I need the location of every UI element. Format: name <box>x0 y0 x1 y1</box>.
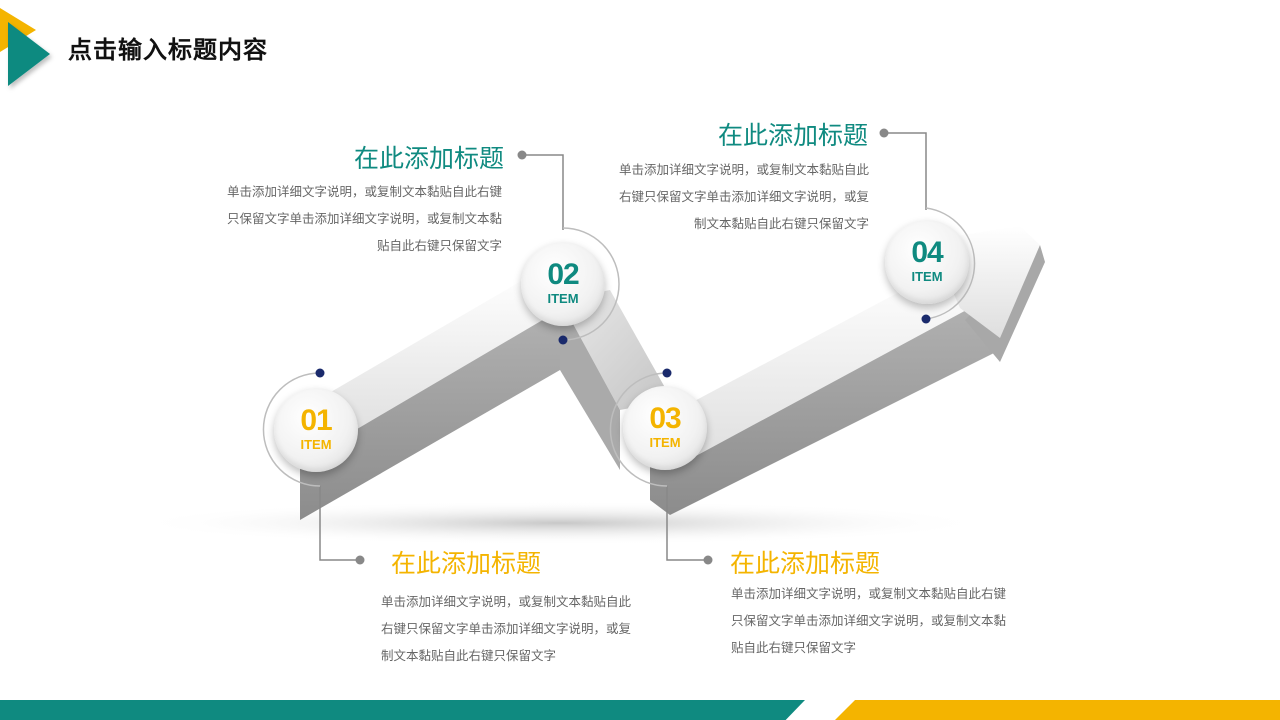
step-badge-01: 01 ITEM <box>266 380 366 480</box>
description-line: 单击添加详细文字说明，或复制文本黏贴自此 <box>381 594 632 609</box>
step-02-description: 单击添加详细文字说明，或复制文本黏贴自此右键 只保留文字单击添加详细文字说明，或… <box>182 178 502 259</box>
step-number: 01 <box>300 404 332 437</box>
description-line: 单击添加详细文字说明，或复制文本黏贴自此右键 <box>226 184 502 199</box>
navy-dot-2 <box>558 335 568 345</box>
description-line: 贴自此右键只保留文字 <box>376 238 502 253</box>
connector-line-3 <box>666 486 708 561</box>
description-line: 单击添加详细文字说明，或复制文本黏贴自此 <box>618 162 869 177</box>
step-03-heading: 在此添加标题 <box>730 549 881 578</box>
step-01-heading: 在此添加标题 <box>391 549 542 578</box>
badge-ring-3 <box>609 372 668 487</box>
description-line: 制文本黏贴自此右键只保留文字 <box>693 216 869 231</box>
step-03-description: 单击添加详细文字说明，或复制文本黏贴自此右键 只保留文字单击添加详细文字说明，或… <box>731 580 1051 661</box>
arrow-segment-3-top <box>640 265 985 470</box>
bottom-bar-gold <box>835 700 1280 720</box>
step-tag: ITEM <box>911 269 943 284</box>
description-line: 只保留文字单击添加详细文字说明，或复制文本黏 <box>226 211 502 226</box>
step-badge-03: 03 ITEM <box>615 378 715 478</box>
badge-ring-2 <box>562 227 620 341</box>
step-badge-02: 02 ITEM <box>513 234 613 334</box>
step-tag: ITEM <box>649 435 681 450</box>
badge-ring-1 <box>262 372 321 487</box>
step-02-heading: 在此添加标题 <box>353 144 504 173</box>
description-line: 只保留文字单击添加详细文字说明，或复制文本黏 <box>731 613 1007 628</box>
step-badge-04: 04 ITEM <box>877 212 977 312</box>
connector-dot-4 <box>879 128 889 138</box>
step-01-description: 单击添加详细文字说明，或复制文本黏贴自此 右键只保留文字单击添加详细文字说明，或… <box>381 588 681 669</box>
description-line: 单击添加详细文字说明，或复制文本黏贴自此右键 <box>731 586 1007 601</box>
badge-ring-4 <box>925 207 976 320</box>
navy-dot-1 <box>315 368 325 378</box>
connector-dot-2 <box>517 150 527 160</box>
navy-dot-4 <box>921 314 931 324</box>
arrow-segment-2-side <box>560 300 620 470</box>
navy-dot-3 <box>662 368 672 378</box>
connector-dot-3 <box>703 555 713 565</box>
description-line: 制文本黏贴自此右键只保留文字 <box>381 648 557 663</box>
step-tag: ITEM <box>300 437 332 452</box>
slide-title: 点击输入标题内容 <box>68 36 268 64</box>
step-04-heading: 在此添加标题 <box>717 121 868 150</box>
connector-dot-1 <box>355 555 365 565</box>
floor-shadow <box>130 501 990 545</box>
arrow-segment-2 <box>560 290 672 410</box>
description-line: 贴自此右键只保留文字 <box>731 640 857 655</box>
bottom-bar-teal <box>0 700 805 720</box>
step-04-description: 单击添加详细文字说明，或复制文本黏贴自此 右键只保留文字单击添加详细文字说明，或… <box>569 156 869 237</box>
description-line: 右键只保留文字单击添加详细文字说明，或复 <box>618 189 869 204</box>
step-number: 04 <box>911 236 943 269</box>
step-number: 03 <box>649 402 681 435</box>
description-line: 右键只保留文字单击添加详细文字说明，或复 <box>381 621 632 636</box>
corner-logo <box>0 8 50 86</box>
connector-line-2 <box>522 154 564 230</box>
connector-line-1 <box>319 486 360 561</box>
arrow-segment-1-top <box>300 270 580 445</box>
step-tag: ITEM <box>547 291 579 306</box>
step-number: 02 <box>547 258 579 291</box>
connector-line-4 <box>884 132 927 210</box>
